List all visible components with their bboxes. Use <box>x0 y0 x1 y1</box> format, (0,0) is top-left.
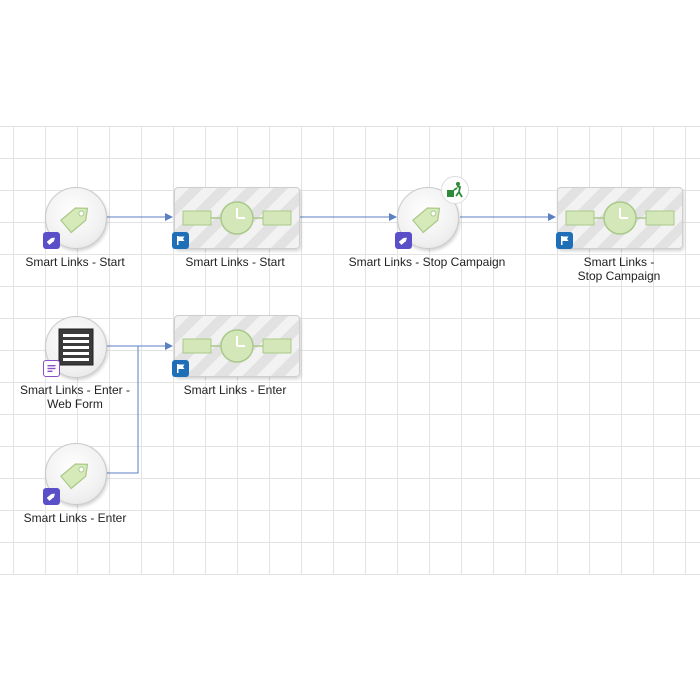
exit-campaign-icon <box>441 176 469 204</box>
node-label: Smart Links - Start <box>185 255 285 269</box>
web-form-icon <box>58 328 94 366</box>
tag-icon <box>412 207 441 234</box>
node-label: Smart Links - Start <box>25 255 125 269</box>
node-label: Smart Links - Enter <box>183 383 287 397</box>
node-label-line: Smart Links - Enter - <box>19 383 131 397</box>
tag-icon <box>60 207 89 234</box>
timer-icon <box>182 329 292 363</box>
node-label-line: Stop Campaign <box>577 269 661 283</box>
flag-badge-icon <box>172 232 189 249</box>
node-label: Smart Links - Stop Campaign <box>560 255 678 283</box>
tag-icon <box>60 463 89 490</box>
connector-trigger-enter-to-wait-enter[interactable] <box>107 346 139 474</box>
trigger-badge-icon <box>43 232 60 249</box>
node-label: Smart Links - Enter - Web Form <box>10 383 140 411</box>
trigger-badge-icon <box>43 488 60 505</box>
timer-icon <box>182 201 292 235</box>
wait-node-box[interactable] <box>174 187 300 249</box>
form-badge-icon <box>43 360 60 377</box>
flag-badge-icon <box>556 232 573 249</box>
node-label-line: Web Form <box>47 397 103 411</box>
flag-badge-icon <box>172 360 189 377</box>
trigger-node-circle[interactable] <box>45 443 107 505</box>
trigger-badge-icon <box>395 232 412 249</box>
node-label: Smart Links - Enter <box>23 511 127 525</box>
node-label: Smart Links - Stop Campaign <box>348 255 506 269</box>
wait-node-box[interactable] <box>174 315 300 377</box>
timer-icon <box>565 201 675 235</box>
wait-node-box[interactable] <box>557 187 683 249</box>
node-label-line: Smart Links - <box>583 255 655 269</box>
